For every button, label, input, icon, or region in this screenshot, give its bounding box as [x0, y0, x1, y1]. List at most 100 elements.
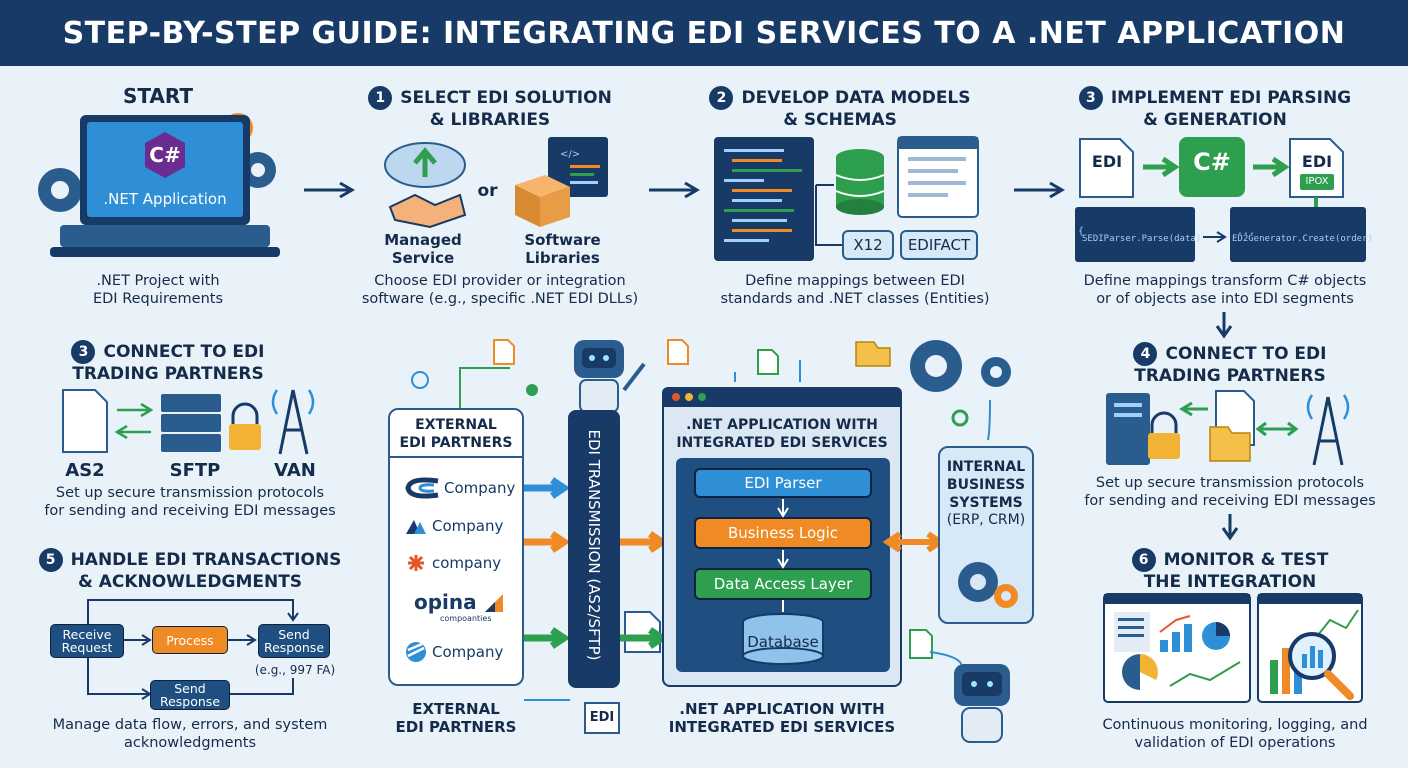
left-connect-title-line2: TRADING PARTNERS	[72, 364, 264, 384]
or-label: or	[477, 181, 498, 201]
code-window-icon	[1075, 207, 1195, 262]
step5-caption-2: acknowledgments	[123, 735, 256, 751]
document-icon	[667, 339, 689, 365]
edi-input-label: EDI	[1091, 152, 1123, 171]
left-connect-illustration	[62, 389, 315, 455]
step5-number: 5	[38, 548, 63, 572]
window-titlebar	[662, 387, 902, 407]
step6-title-line1: MONITOR & TEST	[1163, 550, 1329, 570]
step6-title-line2: THE INTEGRATION	[1143, 572, 1317, 592]
edi-file-icon: EDI	[584, 702, 620, 734]
edi-transmission-label: EDI TRANSMISSION (AS2/SFTP)	[585, 429, 603, 661]
company-2: Company	[404, 516, 503, 536]
csharp-icon: C#	[145, 132, 185, 178]
laptop-illustration: C#	[38, 113, 280, 257]
database-label: Database	[747, 633, 819, 651]
svg-text:</>: </>	[560, 149, 580, 160]
send-response-box-bottom: Send Response	[150, 680, 230, 710]
step4-title-line1: CONNECT TO EDI	[1165, 344, 1327, 364]
sftp-label: SFTP	[169, 460, 221, 481]
services-arrows	[742, 499, 824, 665]
step4-caption-1: Set up secure transmission protocols	[1095, 475, 1365, 491]
step5-caption-1: Manage data flow, errors, and system	[52, 717, 328, 733]
database-icon	[835, 149, 885, 215]
arrow-right-icon	[1253, 156, 1290, 178]
window-controls	[672, 393, 706, 401]
step4-number: 4	[1133, 342, 1158, 366]
bidirectional-arrow-icon	[882, 531, 946, 553]
document-icon	[757, 349, 779, 375]
company-logo-icon	[408, 555, 424, 571]
company-4: opina	[414, 590, 505, 614]
step3-title-line2: & GENERATION	[1143, 110, 1287, 130]
code-window-icon	[1230, 207, 1366, 262]
step6-caption-1: Continuous monitoring, logging, and	[1102, 717, 1368, 733]
handshake-icon	[388, 193, 467, 229]
left-connect-title-line1: CONNECT TO EDI	[103, 342, 265, 362]
edi-parser-box: EDI Parser	[694, 468, 872, 498]
step1-number: 1	[368, 86, 393, 110]
left-connect-number: 3	[71, 340, 96, 364]
robot-icon	[574, 340, 646, 413]
arrow-down-icon	[1215, 312, 1233, 339]
document-icon	[1079, 138, 1134, 198]
arrow-right-icon	[304, 181, 355, 199]
van-label: VAN	[274, 460, 316, 481]
center-decor	[411, 339, 1011, 743]
lock-icon	[229, 402, 261, 450]
folder-icon	[855, 341, 891, 367]
step5-title-line1: HANDLE EDI TRANSACTIONS	[70, 550, 342, 570]
arrow-down-icon	[1221, 514, 1239, 541]
code-window-icon	[714, 137, 814, 261]
step1-caption-1: Choose EDI provider or integration	[374, 273, 626, 289]
globe-icon	[411, 371, 429, 389]
step2-caption-1: Define mappings between EDI	[745, 273, 965, 289]
schema-window-icon	[897, 136, 979, 218]
svg-text:C#: C#	[149, 143, 180, 167]
step1-illustration: </>	[384, 137, 608, 229]
step6-number: 6	[1131, 548, 1156, 572]
ack-note: (e.g., 997 FA)	[254, 663, 336, 677]
step4-illustration	[1106, 390, 1350, 466]
process-box: Process	[152, 626, 228, 654]
step6-caption-2: validation of EDI operations	[1134, 735, 1336, 751]
step3-caption-1: Define mappings transform C# objects	[1083, 273, 1367, 289]
document-icon	[909, 629, 933, 659]
arrow-right-icon	[1143, 156, 1180, 178]
left-connect-caption-2: for sending and receiving EDI messages	[44, 503, 336, 519]
step4-title-line2: TRADING PARTNERS	[1134, 366, 1326, 386]
generator-code: ED2Generator.Create(order)	[1232, 234, 1373, 244]
send-response-box-top: Send Response	[258, 624, 330, 658]
company-1: Company	[404, 477, 515, 499]
cloud-icon	[384, 142, 466, 188]
robot-icon	[954, 664, 1010, 743]
step2-number: 2	[709, 86, 734, 110]
edi-output-label: EDI	[1301, 152, 1333, 171]
left-connect-caption-1: Set up secure transmission protocols	[55, 485, 325, 501]
ipox-tag: IPOX	[1300, 174, 1334, 190]
code-brace: {	[1078, 226, 1085, 237]
laptop-screen-label: .NET Application	[103, 190, 227, 208]
step2-title-line2: & SCHEMAS	[783, 110, 897, 130]
external-partners-card	[388, 408, 524, 686]
csharp-icon	[1179, 137, 1245, 197]
gear-icon	[958, 562, 1018, 608]
business-logic-box: Business Logic	[694, 517, 872, 549]
edifact-badge: EDIFACT	[900, 230, 978, 260]
step3-caption-2: or of objects ase into EDI segments	[1096, 291, 1354, 307]
magnifier-icon	[1288, 632, 1354, 700]
server-icon	[161, 394, 221, 452]
server-icon	[1106, 393, 1150, 465]
document-icon	[493, 339, 515, 365]
start-title: START	[122, 84, 194, 108]
parser-code: SEDIParser.Parse(data)	[1082, 234, 1202, 244]
